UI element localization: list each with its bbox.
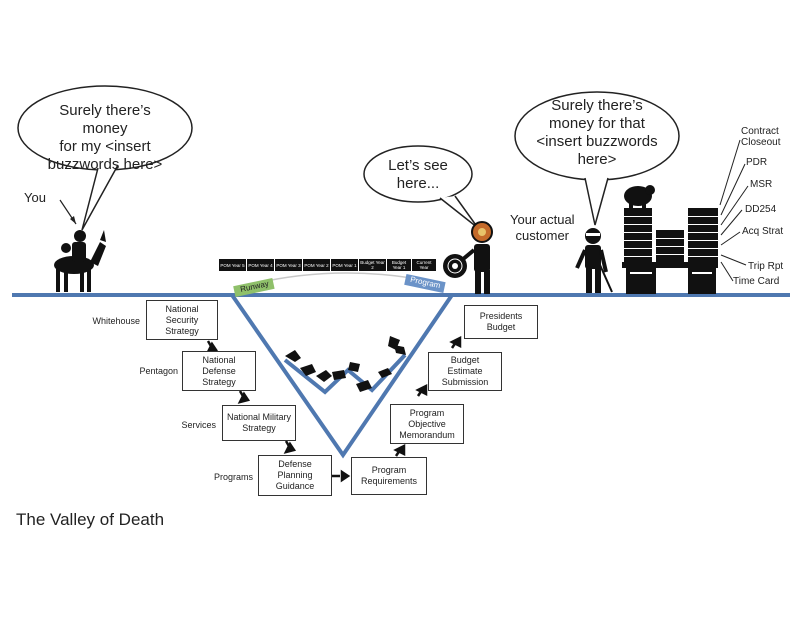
box-line: Estimate <box>447 366 483 376</box>
box-line: Planning <box>277 470 313 480</box>
box-budget-estimate-submission: Budget Estimate Submission <box>428 352 502 391</box>
ninja-customer-icon <box>575 228 613 293</box>
middle-speech-bubble <box>363 145 473 203</box>
middle-speech-text: Let’s see here... <box>378 157 458 193</box>
box-national-defense-strategy: National Defense Strategy <box>182 351 256 391</box>
you-speech-line: Surely there’s money <box>59 102 151 137</box>
doc-label-dd254: DD254 <box>745 204 777 215</box>
row-label-whitehouse: Whitehouse <box>92 316 140 326</box>
box-line: Requirements <box>360 476 418 486</box>
box-line: Strategy <box>165 325 199 336</box>
valley-outline <box>230 293 454 459</box>
tape-cell: POM Year 5 <box>219 259 247 271</box>
box-line: Program <box>409 407 445 418</box>
box-line: Strategy <box>242 423 276 433</box>
box-program-requirements: Program Requirements <box>351 457 427 495</box>
customer-speech-line: money for that <box>549 115 645 132</box>
desk-with-paper-stacks-icon <box>622 185 718 294</box>
box-line: Budget <box>486 322 516 332</box>
box-program-objective-memorandum: Program Objective Memorandum <box>390 404 464 444</box>
row-label-services: Services <box>181 420 216 430</box>
rider-on-horse-icon <box>54 230 106 292</box>
box-defense-planning-guidance: Defense Planning Guidance <box>258 455 332 496</box>
box-presidents-budget: Presidents Budget <box>464 305 538 339</box>
customer-label-line: Your actual <box>510 212 575 227</box>
you-speech-line: for my <insert <box>59 138 151 155</box>
row-label-pentagon: Pentagon <box>139 366 178 376</box>
customer-label-line: customer <box>515 228 570 243</box>
middle-bubble-tail <box>439 195 479 229</box>
box-line: Strategy <box>202 376 236 387</box>
doc-label-msr: MSR <box>750 179 773 190</box>
box-line: National Military <box>226 412 292 422</box>
tape-roll-icon <box>443 254 467 278</box>
runway-tag <box>233 277 275 298</box>
box-line: Security <box>165 314 199 325</box>
customer-speech-line: Surely there’s <box>551 97 643 114</box>
doc-label-time-card: Time Card <box>733 276 780 287</box>
doc-label-trip-rpt: Trip Rpt <box>748 261 784 272</box>
box-line: Program <box>371 465 407 475</box>
box-line: Defense <box>278 459 312 469</box>
box-line: National <box>202 354 236 365</box>
customer-speech-line: <insert buzzwords <box>536 133 658 150</box>
customer-speech-line: here> <box>577 151 617 168</box>
box-national-military-strategy: National Military Strategy <box>222 405 296 441</box>
box-line: National <box>165 303 199 314</box>
fallen-horses-icon <box>285 336 406 392</box>
you-label: You <box>24 190 46 205</box>
middle-speech-line: Let’s see <box>388 157 448 174</box>
tape-cell: POM Year 4 <box>247 259 275 271</box>
box-line: Budget <box>450 355 480 365</box>
doc-label-contract-closeout: Contract Closeout <box>741 126 781 148</box>
diagram-title: The Valley of Death <box>16 510 165 529</box>
box-line: Defense <box>202 365 236 376</box>
document-pointers <box>719 139 749 282</box>
tape-cell: Current Year <box>412 259 437 271</box>
tape-cell: POM Year 1 <box>331 259 359 271</box>
box-line: Submission <box>441 377 489 387</box>
you-bubble-tail <box>81 164 119 231</box>
doc-label-pdr: PDR <box>746 157 768 168</box>
program-tag <box>404 273 446 294</box>
tape-cell: POM Year 3 <box>275 259 303 271</box>
tape-cell: Budget Year 1 <box>387 259 412 271</box>
box-line: Memorandum <box>399 429 455 440</box>
row-label-programs: Programs <box>213 472 253 482</box>
customer-bubble-tail <box>584 177 609 226</box>
tape-cell: POM Year 2 <box>303 259 331 271</box>
customer-speech-text: Surely there’s money for that <insert bu… <box>527 97 667 169</box>
tape-cell: Budget Year 2 <box>359 259 387 271</box>
box-line: Objective <box>408 418 446 429</box>
box-line: Guidance <box>275 481 315 491</box>
box-line: Presidents <box>479 311 523 321</box>
customer-label: Your actual customer <box>510 212 575 244</box>
middle-speech-line: here... <box>396 175 440 192</box>
you-speech-text: Surely there’s money for my <insert buzz… <box>35 102 175 174</box>
middle-person-icon <box>460 221 493 294</box>
doc-label-acq-strat: Acq Strat <box>742 226 784 237</box>
box-national-security-strategy: National Security Strategy <box>146 300 218 340</box>
process-arrows <box>205 335 462 483</box>
you-speech-line: buzzwords here> <box>47 156 163 173</box>
